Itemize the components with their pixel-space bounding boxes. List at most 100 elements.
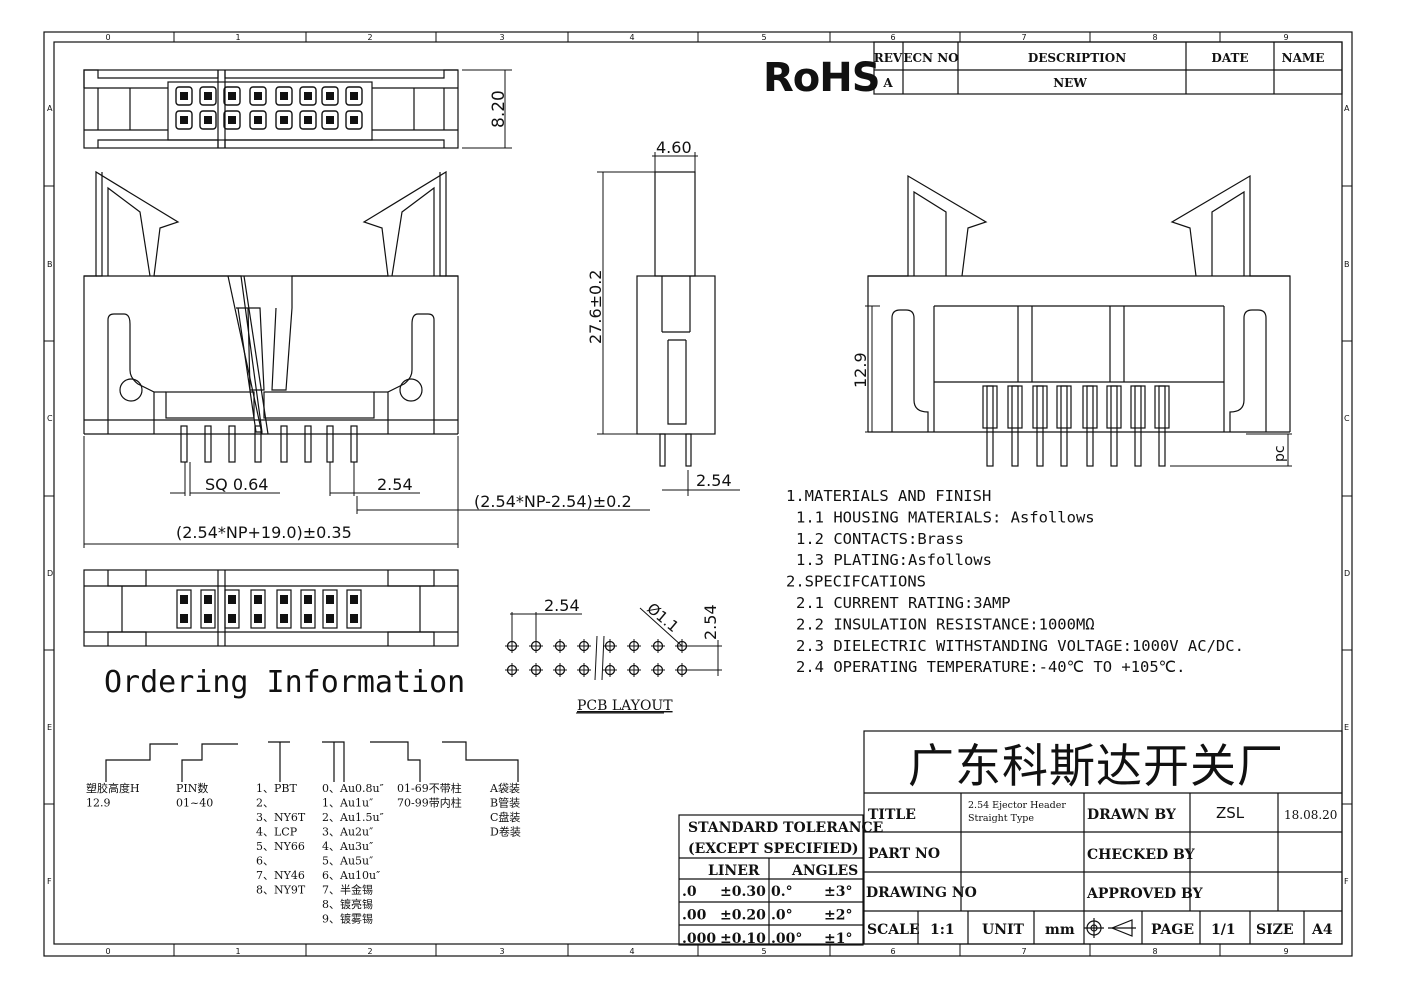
right-pin-1 <box>1011 385 1019 467</box>
top-pin-core <box>254 92 262 100</box>
frame-col-top-5: 5 <box>761 33 766 42</box>
ordering-col3-item-6: 7、NY46 <box>256 869 305 882</box>
frame-col-bottom-8: 8 <box>1152 947 1157 956</box>
frame-row-left-C: C <box>47 414 53 423</box>
bottom-pin-pair-6 <box>322 589 338 629</box>
front-pin-2 <box>228 425 236 463</box>
top-pin-core <box>228 116 236 124</box>
top-pin-core <box>304 116 312 124</box>
spec-line-1: 1.1 HOUSING MATERIALS: Asfollows <box>796 508 1095 526</box>
spec-line-6: 2.2 INSULATION RESISTANCE:1000MΩ <box>796 615 1095 633</box>
frame-row-left-D: D <box>47 569 53 578</box>
dim-side-width-label: 4.60 <box>656 138 692 157</box>
size-value: A4 <box>1311 922 1333 938</box>
right-pin-housing-6 <box>1130 385 1146 429</box>
scale-value: 1:1 <box>930 922 955 938</box>
bottom-pin-a <box>228 595 236 604</box>
top-pin-core <box>254 116 262 124</box>
ordering-col4-item-0: 0、Au0.8u″ <box>322 782 384 795</box>
right-pin-3 <box>1060 385 1068 467</box>
top-pin-0-5 <box>299 86 317 106</box>
bottom-pin-b <box>304 614 312 623</box>
bottom-pin-b <box>228 614 236 623</box>
ordering-col6-item-0: A袋装 <box>489 781 520 795</box>
right-pin-6 <box>1134 385 1142 467</box>
frame-row-right-A: A <box>1344 104 1350 113</box>
tolerance-l1-2: .000 <box>682 931 716 947</box>
front-pin-0 <box>180 425 188 463</box>
top-view-pins <box>175 86 363 130</box>
top-view <box>83 69 459 149</box>
bottom-pin-b <box>180 614 188 623</box>
revision-table <box>873 41 1343 95</box>
top-pin-core <box>350 92 358 100</box>
frame-row-right-B: B <box>1344 260 1350 269</box>
frame-grid-ticks <box>44 32 1352 956</box>
frame-col-top-9: 9 <box>1283 33 1288 42</box>
name-header: NAME <box>1282 51 1325 65</box>
frame-col-bottom-7: 7 <box>1021 947 1026 956</box>
ordering-col3-item-3: 4、LCP <box>256 826 298 839</box>
frame-row-left-E: E <box>47 723 52 732</box>
right-pin-2 <box>1036 385 1044 467</box>
dim-sq-label: SQ 0.64 <box>205 475 268 494</box>
ordering-col4-item-3: 3、Au2u″ <box>322 826 373 839</box>
dim-right-height-label: 12.9 <box>851 352 870 388</box>
top-pin-core <box>280 116 288 124</box>
dim-8-20-label: 8.20 <box>489 90 509 128</box>
right-pin-5 <box>1110 385 1118 467</box>
frame-col-bottom-3: 3 <box>499 947 504 956</box>
top-pin-core <box>180 92 188 100</box>
top-pin-0-0 <box>175 86 193 106</box>
spec-line-3: 1.3 PLATING:Asfollows <box>796 551 992 569</box>
pcb-pitch-y-label: 2.54 <box>701 604 720 640</box>
top-pin-1-4 <box>275 110 293 130</box>
tolerance-a1-2: .00° <box>771 931 802 947</box>
frame-col-top-7: 7 <box>1021 33 1026 42</box>
frame-col-top-2: 2 <box>367 33 372 42</box>
front-pin-4 <box>280 425 288 463</box>
bottom-pin-pair-1 <box>200 589 216 629</box>
ordering-col5-item-1: 70-99带内柱 <box>397 796 462 810</box>
right-view <box>867 174 1291 433</box>
ordering-brackets <box>105 741 519 782</box>
top-pin-core <box>326 92 334 100</box>
page-value: 1/1 <box>1211 922 1236 938</box>
ordering-col4-item-6: 6、Au10u″ <box>322 869 380 882</box>
ordering-col4-item-8: 8、镀亮锡 <box>322 897 373 911</box>
tolerance-table <box>678 814 864 946</box>
ordering-columns: 塑胶高度H12.9PIN数01~401、PBT2、3、NY6T4、LCP5、NY… <box>86 781 521 926</box>
scale-label: SCALE <box>867 922 920 938</box>
ordering-col3-item-2: 3、NY6T <box>256 811 306 824</box>
dim-total-formula: (2.54*NP+19.0)±0.35 <box>176 523 352 542</box>
right-pin-housing-4 <box>1082 385 1098 429</box>
pcb-pitch-x-label: 2.54 <box>544 596 580 615</box>
dim-front-pitch-label: 2.54 <box>377 475 413 494</box>
pcb-dims <box>510 607 722 681</box>
top-pin-core <box>326 116 334 124</box>
ordering-col3-item-7: 8、NY9T <box>256 884 306 897</box>
part-no-label: PART NO <box>868 846 940 862</box>
bottom-view <box>83 569 459 647</box>
tolerance-l2-2: ±0.10 <box>720 931 766 947</box>
ordering-col4-item-2: 2、Au1.5u″ <box>322 811 384 824</box>
title-value-1: 2.54 Ejector Header <box>968 800 1066 811</box>
tolerance-l1-0: .0 <box>682 884 697 900</box>
top-pin-1-1 <box>199 110 217 130</box>
bottom-pin-a <box>254 595 262 604</box>
title-block <box>863 730 1343 945</box>
frame-row-right-E: E <box>1344 723 1349 732</box>
ordering-title: Ordering Information <box>104 665 465 700</box>
frame-col-bottom-9: 9 <box>1283 947 1288 956</box>
front-pin-7 <box>350 425 358 463</box>
pcb-hole-label: Ø1.1 <box>643 599 682 636</box>
top-pin-1-3 <box>249 110 267 130</box>
top-pin-0-7 <box>345 86 363 106</box>
front-pin-5 <box>304 425 312 463</box>
description-header: DESCRIPTION <box>1028 51 1126 65</box>
dim-8-20 <box>462 69 512 149</box>
title-label: TITLE <box>868 807 916 823</box>
bottom-pin-a <box>304 595 312 604</box>
top-pin-core <box>204 92 212 100</box>
